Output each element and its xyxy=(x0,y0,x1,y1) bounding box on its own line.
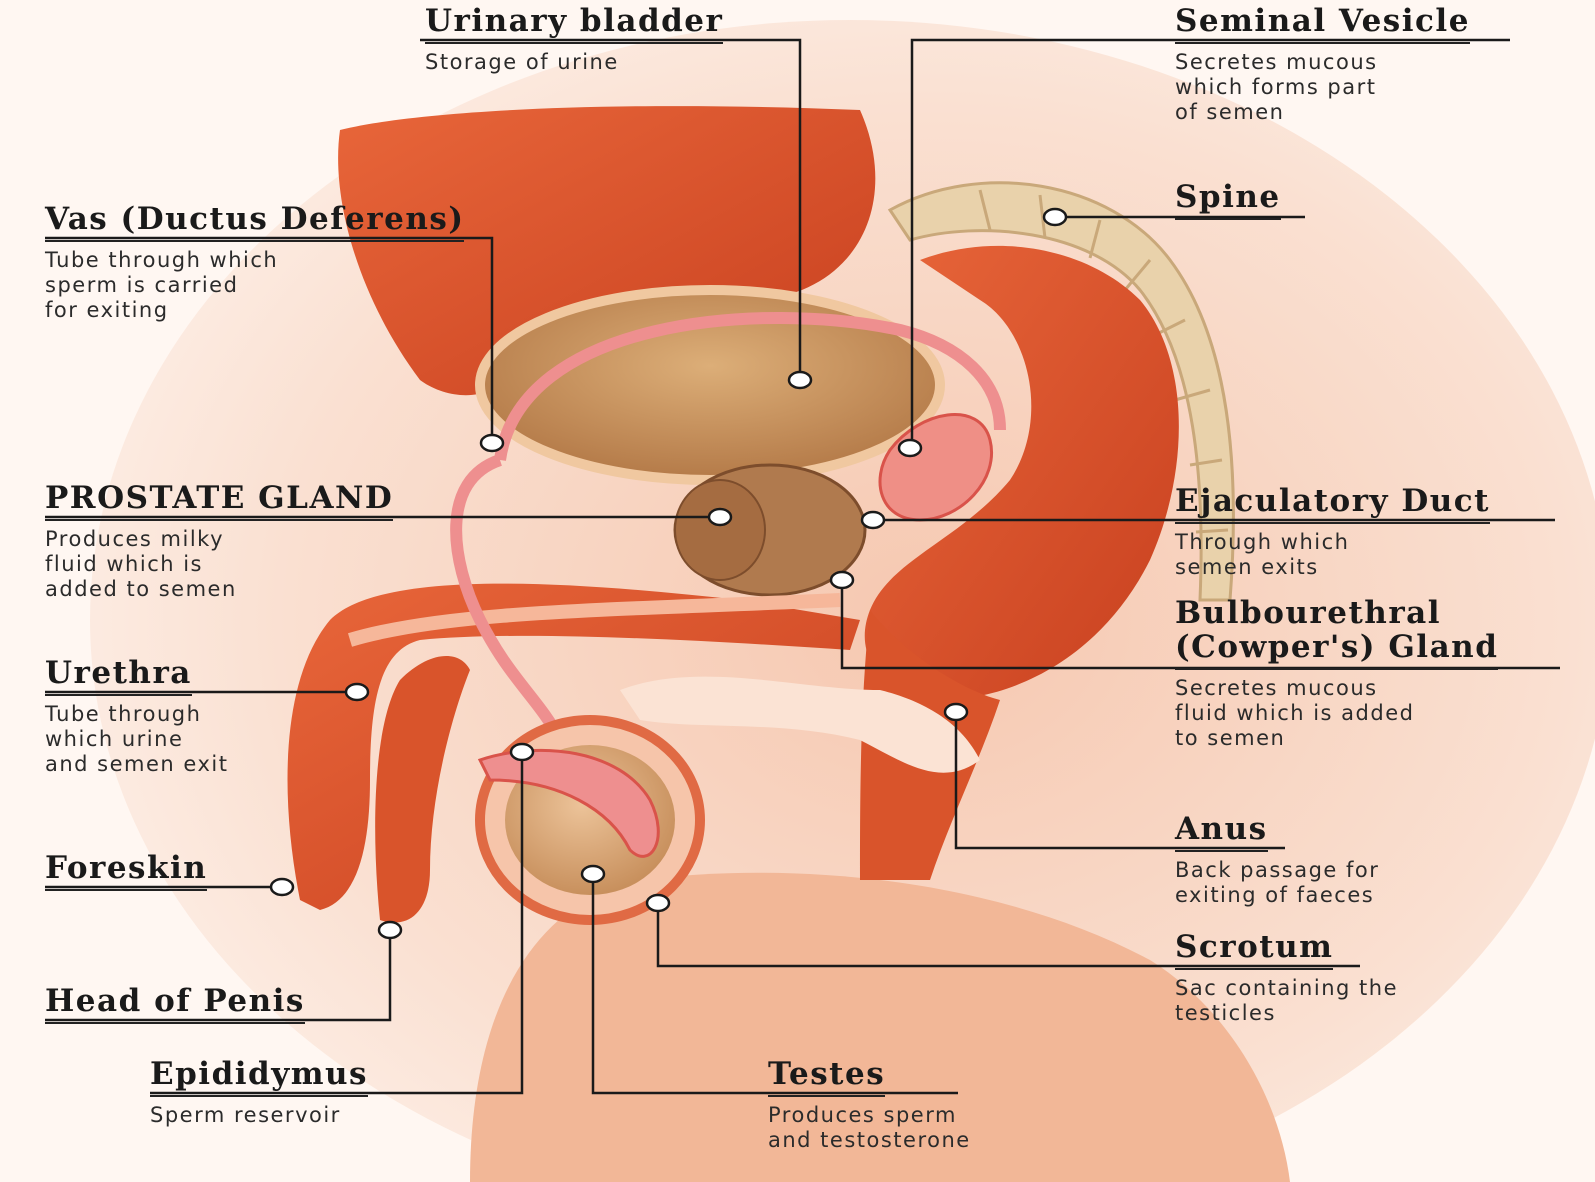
prostate-lobe xyxy=(675,480,765,580)
label-foreskin: Foreskin xyxy=(45,851,207,891)
label-epididymus: Epididymus Sperm reservoir xyxy=(150,1057,368,1128)
label-spine: Spine xyxy=(1175,180,1281,220)
marker-spine xyxy=(1044,209,1066,225)
label-desc: Back passage for exiting of faeces xyxy=(1175,858,1379,908)
label-title: Spine xyxy=(1175,180,1281,220)
marker-ejaculatory xyxy=(862,512,884,528)
label-title: Foreskin xyxy=(45,851,207,891)
label-head-of-penis: Head of Penis xyxy=(45,984,305,1024)
label-title: Urethra xyxy=(45,656,192,696)
label-title: Head of Penis xyxy=(45,984,305,1024)
label-title: PROSTATE GLAND xyxy=(45,481,393,521)
label-desc: Tube through which sperm is carried for … xyxy=(45,248,464,323)
label-ejaculatory-duct: Ejaculatory Duct Through which semen exi… xyxy=(1175,484,1490,580)
label-desc: Secretes mucous fluid which is added to … xyxy=(1175,676,1498,751)
label-desc: Sperm reservoir xyxy=(150,1103,368,1128)
label-prostate-gland: PROSTATE GLAND Produces milky fluid whic… xyxy=(45,481,393,602)
marker-anus xyxy=(945,704,967,720)
label-bulbourethral-gland: Bulbourethral (Cowper's) Gland Secretes … xyxy=(1175,596,1498,751)
label-urinary-bladder: Urinary bladder Storage of urine xyxy=(425,4,723,75)
marker-prostate xyxy=(709,509,731,525)
marker-bulbo xyxy=(831,572,853,588)
label-desc: Sac containing the testicles xyxy=(1175,976,1398,1026)
label-testes: Testes Produces sperm and testosterone xyxy=(768,1057,971,1153)
label-desc: Produces milky fluid which is added to s… xyxy=(45,527,393,602)
label-title: Scrotum xyxy=(1175,930,1333,970)
label-vas-deferens: Vas (Ductus Deferens) Tube through which… xyxy=(45,202,464,323)
marker-vas xyxy=(481,435,503,451)
marker-head xyxy=(379,922,401,938)
label-title: Seminal Vesicle xyxy=(1175,4,1470,44)
label-scrotum: Scrotum Sac containing the testicles xyxy=(1175,930,1398,1026)
marker-seminal xyxy=(899,440,921,456)
label-title: Vas (Ductus Deferens) xyxy=(45,202,464,242)
label-title: Bulbourethral (Cowper's) Gland xyxy=(1175,596,1498,670)
marker-scrotum xyxy=(647,895,669,911)
label-anus: Anus Back passage for exiting of faeces xyxy=(1175,812,1379,908)
marker-foreskin xyxy=(271,879,293,895)
label-desc: Produces sperm and testosterone xyxy=(768,1103,971,1153)
label-title: Epididymus xyxy=(150,1057,368,1097)
label-title: Anus xyxy=(1175,812,1268,852)
label-desc: Through which semen exits xyxy=(1175,530,1490,580)
marker-urethra xyxy=(346,684,368,700)
label-title: Urinary bladder xyxy=(425,4,723,44)
label-desc: Storage of urine xyxy=(425,50,723,75)
label-title: Ejaculatory Duct xyxy=(1175,484,1490,524)
marker-epididymus xyxy=(511,744,533,760)
label-desc: Secretes mucous which forms part of seme… xyxy=(1175,50,1470,125)
label-seminal-vesicle: Seminal Vesicle Secretes mucous which fo… xyxy=(1175,4,1470,125)
marker-testes xyxy=(582,866,604,882)
label-urethra: Urethra Tube through which urine and sem… xyxy=(45,656,228,777)
label-title: Testes xyxy=(768,1057,885,1097)
label-desc: Tube through which urine and semen exit xyxy=(45,702,228,777)
marker-bladder xyxy=(789,372,811,388)
